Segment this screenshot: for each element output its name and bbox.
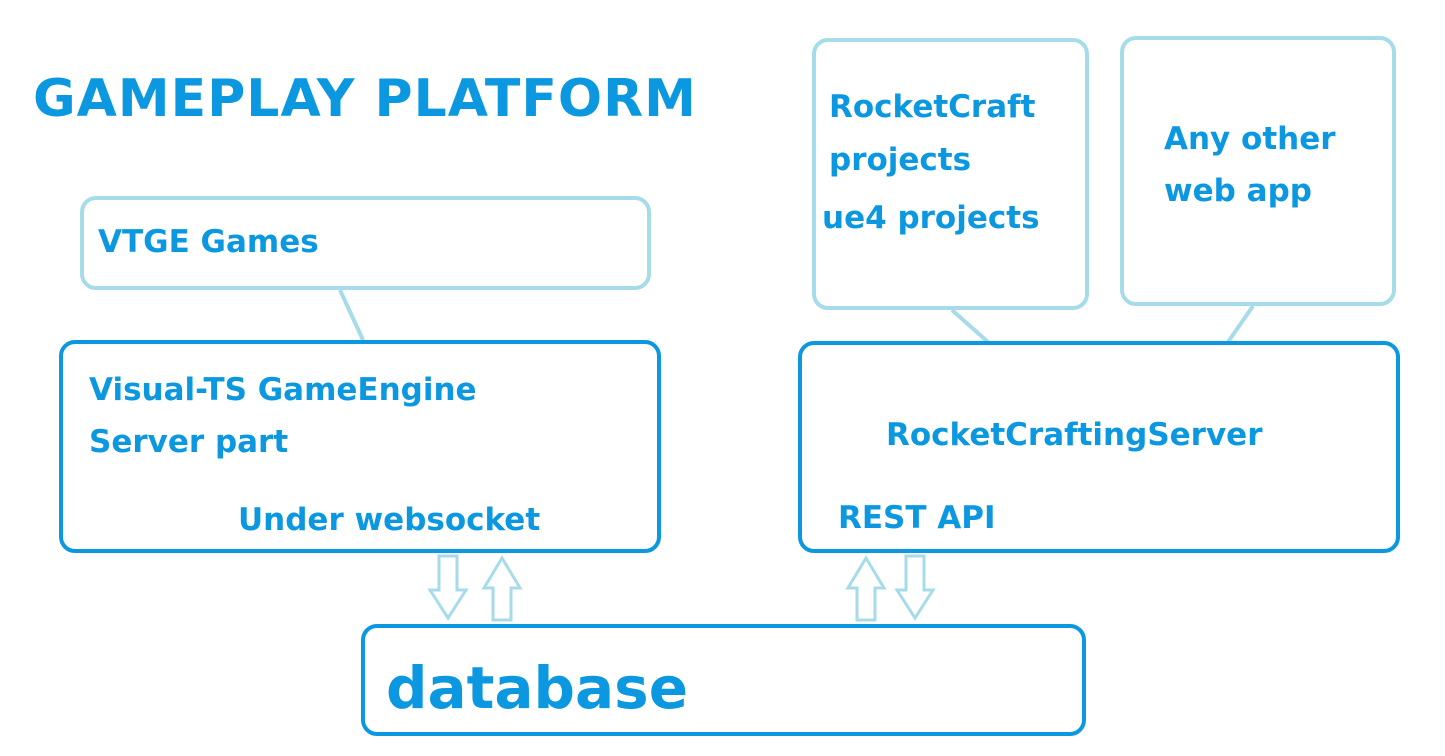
node-rocketcrafting-server-name: RocketCraftingServer	[886, 417, 1263, 453]
node-vts-engine-transport: Under websocket	[238, 502, 541, 538]
edge-rocketcraft-projects-to-server	[950, 308, 990, 344]
node-database-label: database	[386, 654, 689, 722]
node-vts-engine-line1: Visual-TS GameEngine	[89, 372, 477, 408]
edge-vtge-games-to-engine	[338, 289, 365, 341]
node-rocketcraft-projects	[812, 38, 1089, 310]
edge-other-web-app-to-server	[1226, 304, 1255, 344]
node-database	[361, 624, 1086, 736]
node-vts-engine	[59, 340, 661, 553]
node-rocketcraft-projects-line1: RocketCraft	[829, 89, 1036, 125]
node-rocketcraft-projects-line3: ue4 projects	[822, 200, 1040, 236]
node-rocketcrafting-server	[798, 341, 1400, 553]
node-rocketcraft-projects-line2: projects	[829, 142, 972, 178]
node-other-web-app-line2: web app	[1164, 173, 1312, 209]
node-vtge-games-label: VTGE Games	[98, 224, 319, 260]
arrow-up-database-to-engine	[481, 555, 523, 622]
page-title: GAMEPLAY PLATFORM	[33, 69, 697, 129]
node-vts-engine-line2: Server part	[89, 424, 289, 460]
node-vtge-games	[80, 196, 651, 290]
arrow-down-engine-to-database	[427, 554, 469, 621]
arrow-down-server-to-database	[894, 554, 936, 621]
node-other-web-app-line1: Any other	[1164, 121, 1336, 157]
node-other-web-app	[1120, 36, 1396, 306]
arrow-up-database-to-server	[845, 555, 887, 622]
node-rocketcrafting-server-transport: REST API	[838, 500, 996, 536]
